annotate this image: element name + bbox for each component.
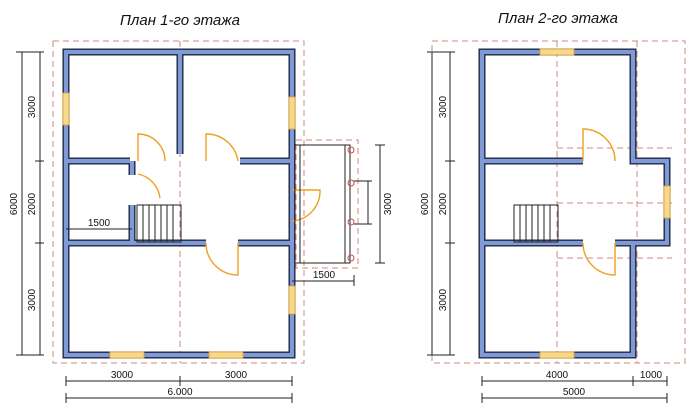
plan2-walls <box>478 48 671 359</box>
window <box>539 48 575 56</box>
plan1-dim-porch-width: 1500 <box>313 270 336 281</box>
plan1-dimensions: 3000 2000 3000 6000 1500 1500 3000 3000 … <box>9 51 394 403</box>
window <box>288 96 296 130</box>
plan2-dim-bottom-right: 1000 <box>640 370 663 381</box>
plan1-dim-stair-width: 1500 <box>88 218 111 229</box>
plan1-dim-bottom-left: 3000 <box>111 370 134 381</box>
plan2-dimensions: 3000 2000 3000 6000 4000 1000 5000 <box>420 51 668 403</box>
plan2-windows <box>539 48 671 359</box>
plan2-dim-left-total: 6000 <box>420 192 431 215</box>
plan1-dim-porch-height: 3000 <box>383 192 394 215</box>
door-arc <box>291 189 321 222</box>
plan1: 3000 2000 3000 6000 1500 1500 3000 3000 … <box>9 40 394 403</box>
plan1-doors <box>137 133 321 276</box>
plan1-dim-bottom-right: 3000 <box>225 370 248 381</box>
plan1-dim-left-mid: 2000 <box>27 192 38 215</box>
door-arc <box>582 242 616 276</box>
window <box>109 351 145 359</box>
window <box>539 351 575 359</box>
plan1-walls <box>62 48 296 359</box>
door-arc <box>137 173 161 199</box>
plan2-dim-bottom-total: 5000 <box>563 387 586 398</box>
plan1-dim-left-total: 6000 <box>9 192 20 215</box>
plan2-dim-left-mid: 2000 <box>438 192 449 215</box>
plan2-dim-left-top: 3000 <box>438 95 449 118</box>
plan2: 3000 2000 3000 6000 4000 1000 5000 <box>420 40 686 403</box>
door-arc <box>582 128 616 162</box>
plan2-guide-lines <box>431 40 686 364</box>
plan2-stairs <box>513 204 559 243</box>
door-arc <box>137 133 166 162</box>
plan2-dim-bottom-left: 4000 <box>546 370 569 381</box>
plan1-dim-bottom-total: 6.000 <box>167 387 192 398</box>
plan2-dim-left-bottom: 3000 <box>438 288 449 311</box>
window <box>288 285 296 315</box>
plan2-title: План 2-го этажа <box>498 10 618 27</box>
plan1-porch <box>294 144 372 264</box>
plan1-dim-left-bottom: 3000 <box>27 288 38 311</box>
plan1-windows <box>62 92 296 359</box>
plan1-title: План 1-го этажа <box>120 12 240 29</box>
window <box>62 92 70 126</box>
plan1-stairs <box>136 204 182 243</box>
plan1-dim-left-top: 3000 <box>27 95 38 118</box>
plan1-guide-lines <box>52 40 359 364</box>
door-arc <box>205 133 239 162</box>
window <box>663 185 671 219</box>
door-arc <box>205 242 239 276</box>
window <box>208 351 244 359</box>
plan2-doors <box>582 128 616 276</box>
